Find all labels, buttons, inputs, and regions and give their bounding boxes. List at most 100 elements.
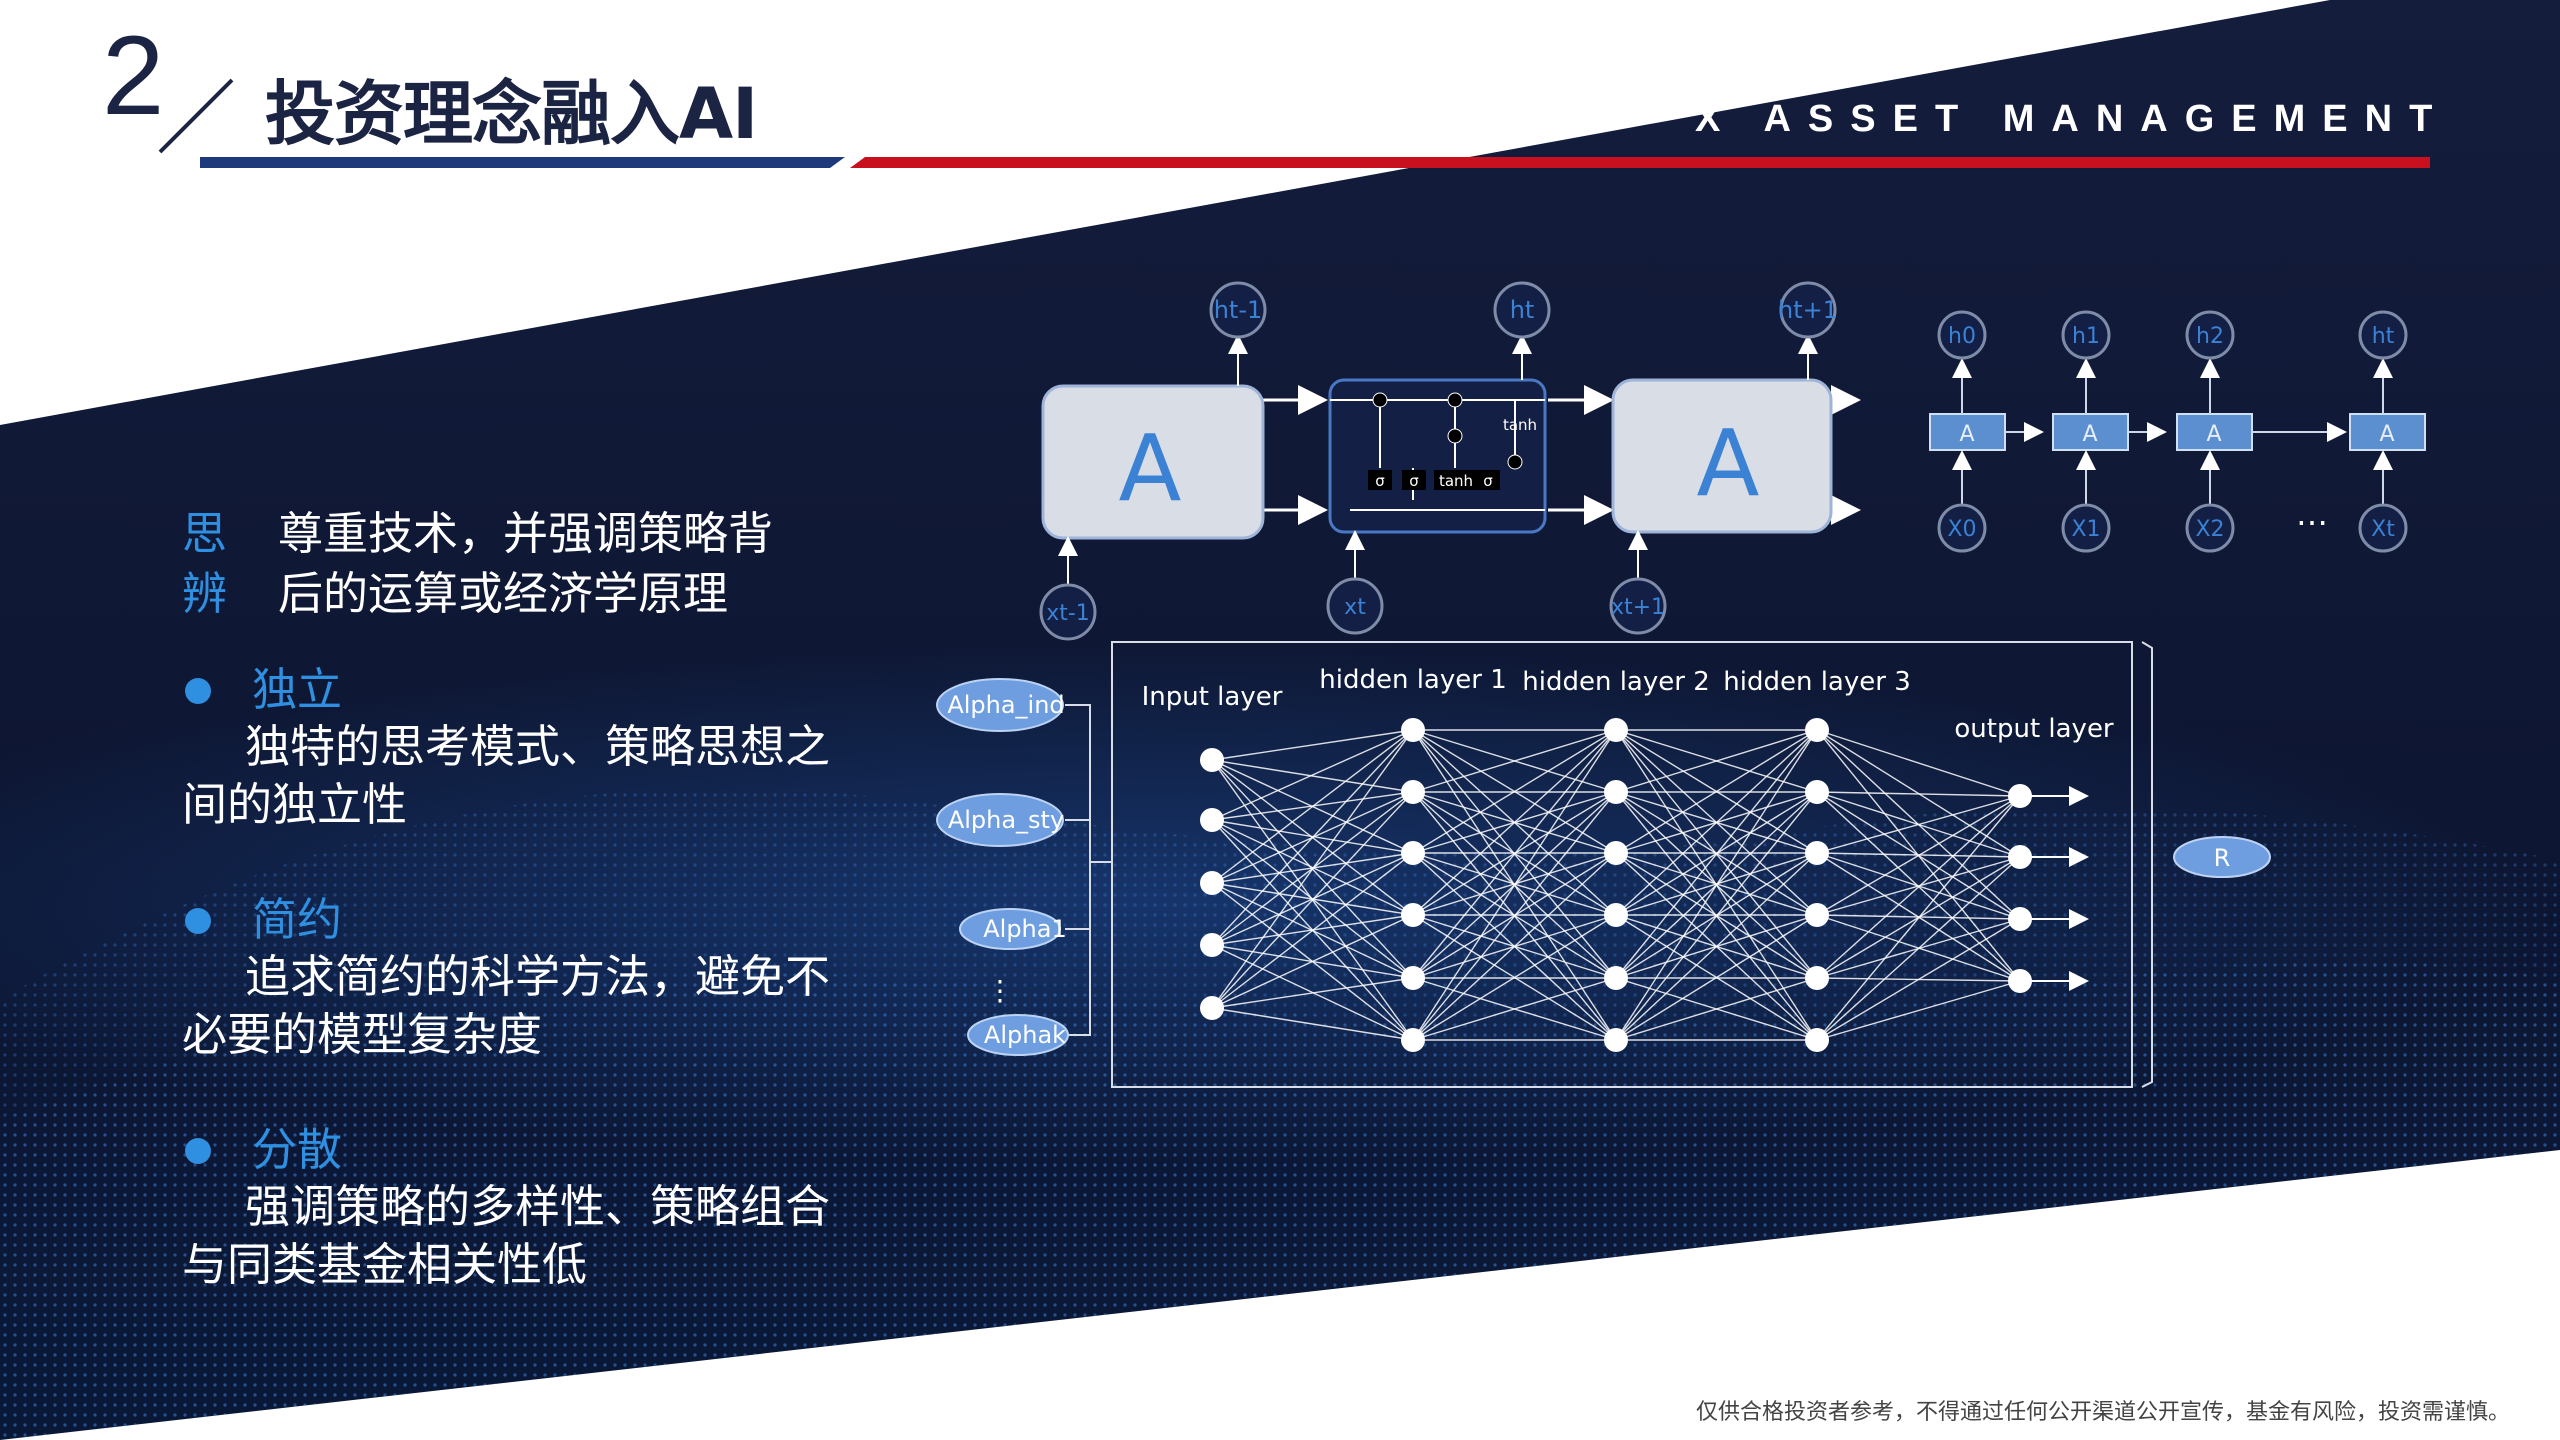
network-node [1604,1028,1628,1052]
network-node [1604,903,1628,927]
point-line: 独特的思考模式、策略思想之 [245,720,831,773]
network-edge [1412,852,1617,1041]
rnn-output-label: h1 [2072,324,2100,349]
lstm-cell-label: A [1119,415,1182,522]
gate-label: σ [1375,472,1385,490]
rnn-unrolled-diagram: A A A A h0 h1 h2 [1929,310,2426,553]
network-node [1200,996,1224,1020]
section-number: 2 [102,13,165,138]
lstm-gates: σ σ tanh σ tanh [1368,392,1537,490]
network-node [1604,841,1628,865]
output-r-node [2173,836,2271,878]
gate-label: σ [1483,472,1493,490]
bullet-icon [185,1138,211,1164]
layer-label: hidden layer 2 [1522,667,1709,697]
layer-labels: Input layer hidden layer 1 hidden layer … [1142,665,2114,744]
intro-line-2: 后的运算或经济学原理 [278,567,729,620]
rnn-input-label: Xt [2371,517,2395,542]
intro-label-1: 思 [182,507,228,560]
vertical-ellipsis: ⋮ [986,974,1014,1007]
network-edge [1412,977,1617,1041]
bullet-icon [185,678,211,704]
layer-label: hidden layer 3 [1723,667,1910,697]
network-edge [1211,729,1414,821]
point-line: 必要的模型复杂度 [182,1008,543,1061]
network-edge [1816,856,2021,1041]
network-edge [1211,791,1414,1009]
point-heading-simplicity: 简约 [252,893,343,946]
network-edge [1211,977,1414,1009]
network-edge [1816,795,2021,979]
network-frame [1111,641,2133,1088]
network-edge [1211,729,1414,884]
gate-label: σ [1409,472,1419,490]
point-line: 间的独立性 [182,778,408,831]
network-edge [1615,729,1818,854]
alpha-input-label: Alpha_sty [948,806,1064,834]
network-node [1200,871,1224,895]
network-edge [1816,856,2021,916]
network-node [1401,718,1425,742]
network-node [1401,966,1425,990]
lstm-cell-right [1611,378,1833,534]
network-node [1200,808,1224,832]
network-node [1200,748,1224,772]
rnn-cell-label: A [2082,422,2097,447]
alpha-inputs: Alpha_ind Alpha_sty Alpha1 Alphak ⋮ [936,678,1069,1056]
alpha-input-label: Alpha_ind [947,691,1064,719]
network-edge [1412,914,1617,1041]
layer-label: Input layer [1142,682,1283,712]
network-node [1805,841,1829,865]
rnn-cells: A A A A [1929,413,2426,451]
rnn-ellipsis: … [2296,495,2328,533]
network-edge [1412,729,1617,979]
network-node [1805,780,1829,804]
alpha-input-label: Alphak [984,1021,1066,1049]
network-edge [1412,729,1617,793]
rnn-input-label: X0 [1947,517,1976,542]
network-node [1401,1028,1425,1052]
bullet-icon [185,908,211,934]
lstm-diagram: A σ σ tanh σ tanh [1039,281,1861,641]
output-node-label: ht [1510,296,1535,324]
rnn-output-nodes: h0 h1 h2 ht [1937,310,2408,360]
network-node [1805,1028,1829,1052]
point-heading-independent: 独立 [252,663,343,716]
network-edge [1816,729,2021,797]
input-node-label: xt-1 [1046,601,1090,626]
network-edge [1615,729,1818,1041]
alpha-input-label: Alpha1 [983,915,1067,943]
network-edge [1412,791,1617,1041]
network-edge [1211,729,1414,946]
intro-label-2: 辨 [182,567,228,620]
network-node [1604,718,1628,742]
network-edge [1816,795,2021,1041]
point-heading-diversification: 分散 [252,1123,343,1176]
point-line: 与同类基金相关性低 [182,1238,588,1291]
network-nodes [1200,718,2032,1052]
network-edge [1816,980,2021,1041]
network-edge [1615,729,1818,793]
network-edge [1615,914,1818,1041]
network-edge [1615,791,1818,1041]
page-title: 投资理念融入AI [265,73,758,155]
network-node [1401,780,1425,804]
rnn-cell-label: A [2379,422,2394,447]
network-node [1401,841,1425,865]
output-r-label: R [2214,844,2231,872]
network-edge [1211,759,1414,793]
network-edge [1211,729,1414,761]
brand-text: X ASSET MANAGEMENT [1695,98,2450,140]
network-edge [1816,918,2021,1041]
network-edge [1816,795,2021,854]
network-edge [1211,914,1414,1009]
network-edges [1211,729,2021,1041]
lstm-cell-label: A [1697,410,1760,517]
point-line: 追求简约的科学方法，避免不 [245,950,831,1003]
rnn-input-label: X2 [2195,517,2224,542]
network-edge [1211,1007,1414,1041]
input-node-label: xt+1 [1611,595,1665,620]
neural-network-diagram: Alpha_ind Alpha_sty Alpha1 Alphak ⋮ Inpu… [936,641,2271,1088]
